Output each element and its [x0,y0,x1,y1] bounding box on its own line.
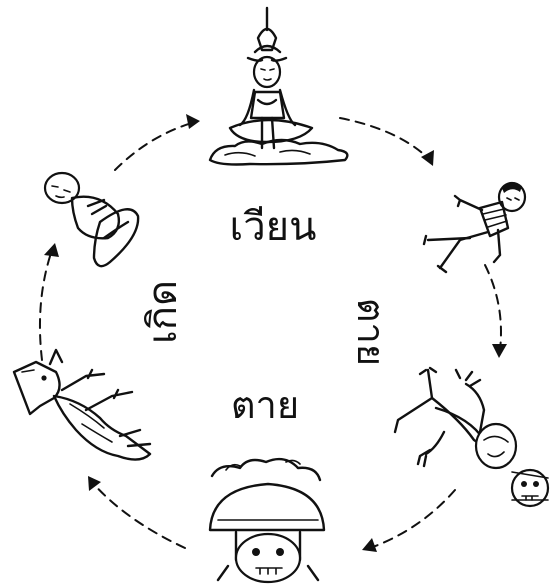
hungry-ghost-icon [395,368,548,506]
right-word: ตาย [349,298,393,366]
deity-on-cloud-icon [210,8,347,165]
animal-dog-icon [14,350,150,460]
meditating-monk-icon [45,173,138,266]
lower-word: ตาย [231,383,299,427]
cycle-arrows [40,114,507,552]
left-word: เกิด [140,280,186,344]
hell-demon-icon [210,459,324,582]
center-word: เวียน [230,204,317,250]
falling-man-icon [424,183,525,272]
